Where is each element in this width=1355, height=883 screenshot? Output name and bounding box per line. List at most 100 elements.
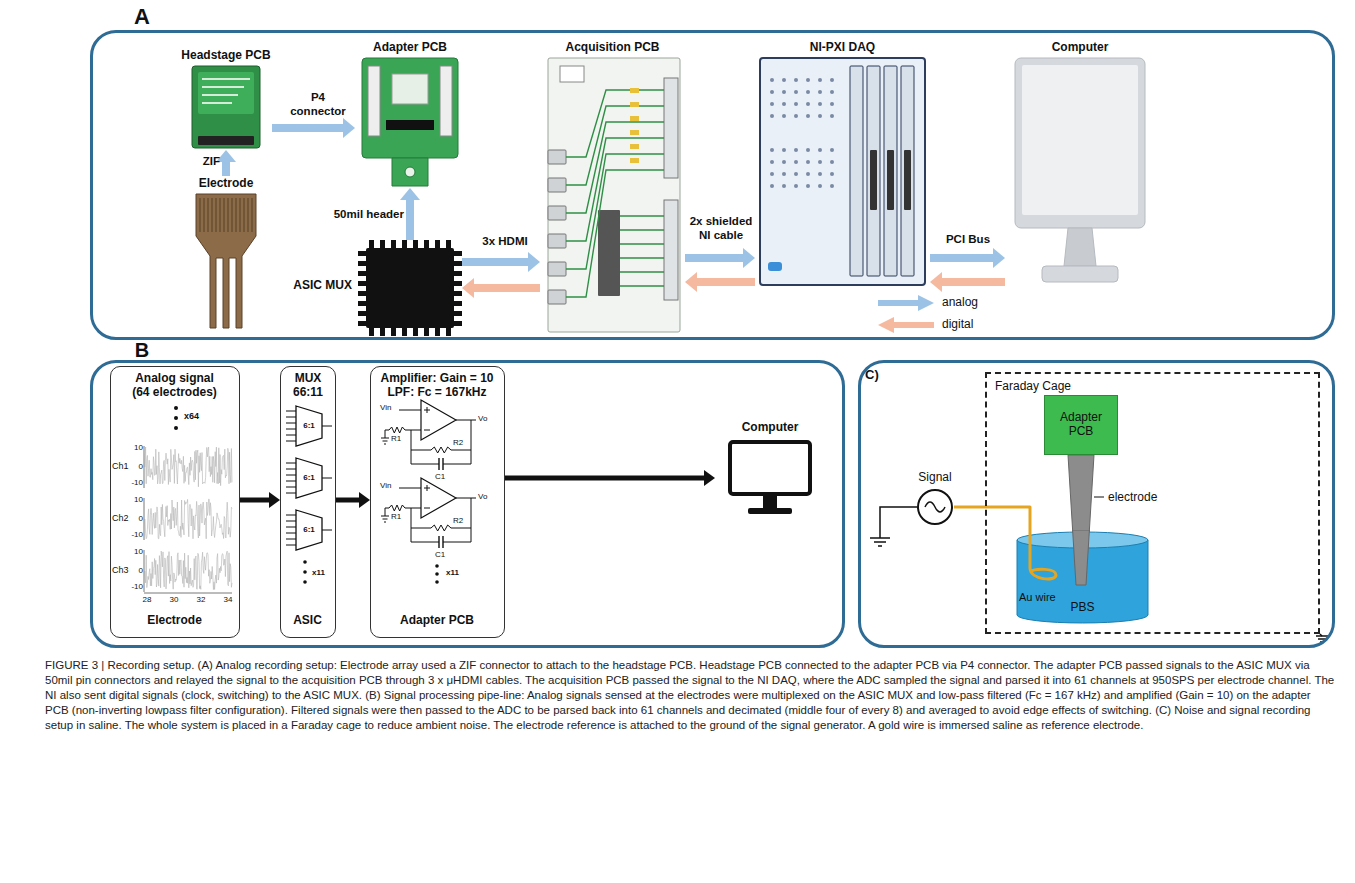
signal-arrow <box>942 278 1005 286</box>
opamp-wire <box>451 450 471 451</box>
node-heading: Adapter PCB <box>355 40 465 54</box>
panel-port <box>806 102 810 106</box>
hdmi-port <box>548 178 566 192</box>
power-button <box>768 262 782 271</box>
panel-port <box>770 172 774 176</box>
label-holder: 50mil header <box>310 207 404 221</box>
y-axis <box>144 498 145 540</box>
mux-input <box>286 417 296 418</box>
node-caption: ASIC <box>281 613 334 627</box>
mux-input <box>286 429 296 430</box>
panel-port <box>770 102 774 106</box>
label-holder: C1 <box>435 472 447 482</box>
electrode-tip <box>1073 530 1090 585</box>
label-holder: 6:1 <box>297 525 321 535</box>
panel-port <box>794 160 798 164</box>
mux-symbol <box>296 510 322 550</box>
chip-pin <box>380 240 385 248</box>
noise-trace <box>145 499 232 539</box>
legend-text: digital <box>942 317 1002 332</box>
part-label: Ch1 <box>112 461 130 472</box>
node-caption: Adapter PCB <box>371 613 503 627</box>
ground-symbol <box>874 541 886 543</box>
panel-port <box>806 114 810 118</box>
legend-swatch-box <box>878 295 934 311</box>
pcb-trace <box>620 229 664 230</box>
legend-arrow <box>878 317 934 333</box>
electrode-array-art <box>196 194 256 328</box>
label-holder: analog <box>942 295 1002 310</box>
pcb-trace <box>620 243 664 244</box>
daq-chassis-art <box>760 58 925 285</box>
module-slot <box>887 150 894 210</box>
electrode-trace <box>252 198 253 232</box>
connector-label: P4 connector <box>283 90 353 118</box>
panel-port <box>794 148 798 152</box>
signal-arrow <box>272 124 343 132</box>
panel-port <box>806 160 810 164</box>
text-holder: Amplifier: Gain = 10 LPF: Fc = 167kHz <box>372 371 502 399</box>
electrode-trace <box>228 198 229 232</box>
electrode-trace <box>200 198 201 232</box>
panel-port <box>782 160 786 164</box>
part-label: 10 <box>130 547 143 557</box>
zif-connector <box>198 136 254 145</box>
label-holder: 2x shielded NI cable <box>688 214 754 242</box>
node-heading: Amplifier: Gain = 10 LPF: Fc = 167kHz <box>372 371 502 399</box>
opamp-wire <box>385 430 389 438</box>
label-holder: 10 <box>130 547 143 557</box>
ground-symbol <box>381 438 389 439</box>
part-label: Au wire <box>1019 591 1065 604</box>
gold-wire <box>954 507 1030 530</box>
part-label: x11 <box>312 568 330 578</box>
signal-arrow <box>685 254 743 262</box>
panel-port <box>830 78 834 82</box>
chip-pin <box>380 328 385 336</box>
label-holder: 10 <box>130 443 143 453</box>
node-heading: Headstage PCB <box>171 48 281 62</box>
mux-input <box>286 545 296 546</box>
ground-symbol <box>1318 638 1326 640</box>
mux-symbol <box>296 406 322 446</box>
electrode-trace <box>204 198 205 232</box>
chip-pin <box>454 311 462 316</box>
chip-body <box>366 248 454 328</box>
opamp-wire <box>411 528 431 529</box>
opamp-wire <box>456 420 476 421</box>
signal-arrow <box>406 200 414 240</box>
mount-hole <box>405 167 415 177</box>
node-heading: Electrode <box>171 176 281 190</box>
chip-pin <box>454 301 462 306</box>
mux-input <box>286 515 296 516</box>
label-holder: R1 <box>391 434 403 444</box>
part-label: x11 <box>446 568 464 578</box>
connector-label: 2x shielded NI cable <box>688 214 754 242</box>
chip-pin <box>358 311 366 316</box>
adapter-pcb: Adapter PCB <box>355 40 465 188</box>
hdmi-port <box>548 150 566 164</box>
connector-label: PCI Bus <box>932 232 1004 246</box>
silkscreen-line <box>202 86 244 88</box>
label-holder: Vin <box>380 403 396 413</box>
chip-pin <box>358 321 366 326</box>
ellipsis-dot <box>435 564 439 568</box>
text-holder: NI-PXI DAQ <box>755 40 930 54</box>
panel-port <box>770 160 774 164</box>
ground-symbol <box>1320 641 1324 643</box>
daq-module <box>867 66 880 276</box>
panel-port <box>830 160 834 164</box>
panel-port <box>818 90 822 94</box>
chip-pin <box>446 328 451 336</box>
hdmi-port <box>548 262 566 276</box>
label-holder: 6:1 <box>297 421 321 431</box>
chip-pin <box>369 328 374 336</box>
pcb-trace <box>566 90 664 157</box>
monitor-icon-base <box>748 508 792 514</box>
label-holder: digital <box>942 317 1002 332</box>
mux-input <box>286 411 296 412</box>
opamp-wire <box>385 508 389 516</box>
pcb-trace <box>620 257 664 258</box>
part-label: R1 <box>391 512 403 522</box>
node-heading: Computer <box>715 420 825 434</box>
y-axis <box>144 550 145 592</box>
